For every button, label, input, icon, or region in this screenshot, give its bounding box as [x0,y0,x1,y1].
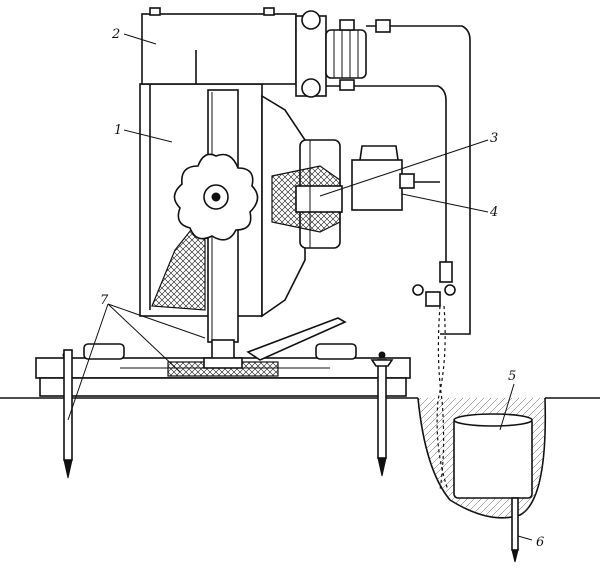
label-2: 2 [111,27,120,42]
cutting-head [271,139,343,249]
motor-unit [295,10,367,98]
label-3: 3 [490,131,498,146]
right-ground-spike [370,359,394,477]
handwheel [173,153,259,241]
switch-box [351,145,415,211]
leader-lines [67,33,533,541]
top-control-box [141,7,297,85]
label-4: 4 [489,205,498,220]
ground-electrode-can [453,413,533,563]
base-plate [35,343,411,397]
left-ground-spike [63,349,73,479]
label-6: 6 [536,535,544,550]
cables [326,19,471,491]
label-5: 5 [508,369,516,384]
label-1: 1 [114,123,122,138]
clamp-lever [246,317,347,361]
label-7: 7 [100,293,109,308]
reference-numerals: 1 2 3 4 5 6 7 [100,27,544,550]
